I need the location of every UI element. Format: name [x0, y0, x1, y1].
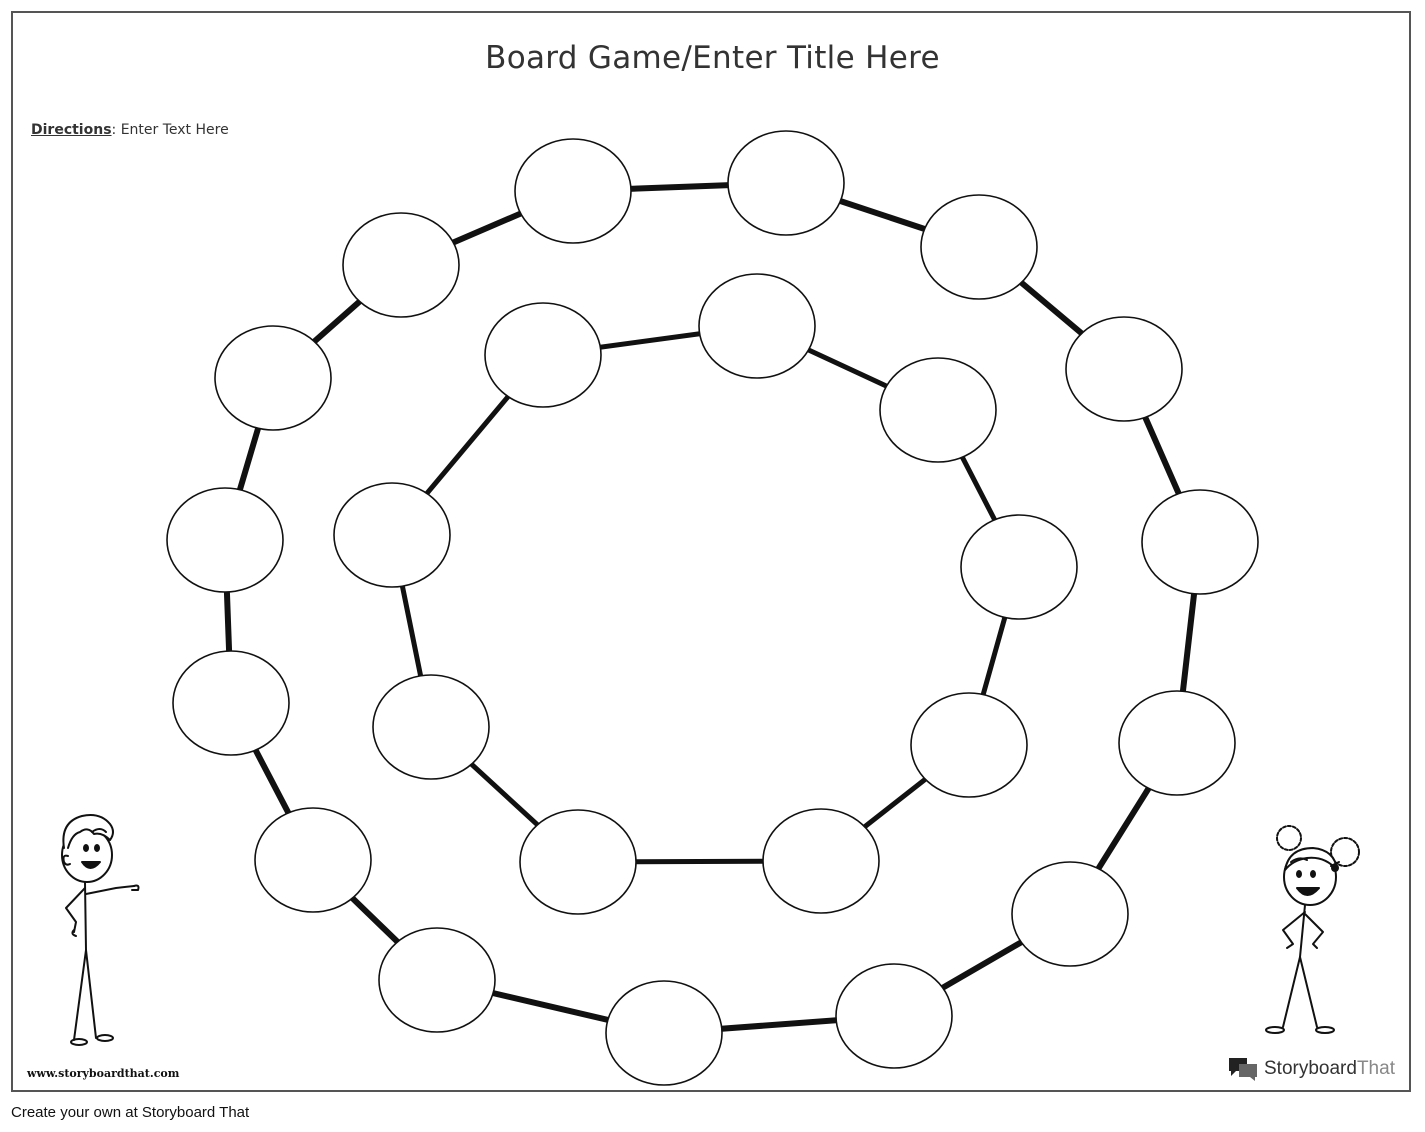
brand-that: That [1356, 1058, 1395, 1079]
outer-space-14[interactable] [214, 325, 332, 431]
outer-space-10[interactable] [378, 927, 496, 1033]
game-board [166, 130, 1259, 1086]
outer-space-5[interactable] [1141, 489, 1259, 595]
directions-colon: : [111, 122, 117, 138]
outer-space-13[interactable] [166, 487, 284, 593]
inner-space-1[interactable] [698, 273, 816, 379]
inner-space-7[interactable] [372, 674, 490, 780]
footer-url[interactable]: www.storyboardthat.com [27, 1067, 180, 1080]
create-caption[interactable]: Create your own at Storyboard That [11, 1104, 250, 1121]
board-paths [222, 180, 1203, 1036]
inner-space-8[interactable] [333, 482, 451, 588]
outer-track [222, 180, 1203, 1036]
speech-bubbles-icon [1229, 1058, 1257, 1081]
outer-space-8[interactable] [835, 963, 953, 1069]
brand-story: Storyboard [1264, 1058, 1357, 1079]
inner-space-5[interactable] [762, 808, 880, 914]
inner-space-3[interactable] [960, 514, 1078, 620]
outer-space-11[interactable] [254, 807, 372, 913]
outer-space-12[interactable] [172, 650, 290, 756]
inner-space-6[interactable] [519, 809, 637, 915]
outer-space-2[interactable] [727, 130, 845, 236]
inner-space-9[interactable] [484, 302, 602, 408]
outer-space-6[interactable] [1118, 690, 1236, 796]
inner-track [389, 323, 1022, 865]
directions[interactable]: Directions: Enter Text Here [31, 122, 229, 138]
inner-space-2[interactable] [879, 357, 997, 463]
outer-space-4[interactable] [1065, 316, 1183, 422]
outer-space-9[interactable] [605, 980, 723, 1086]
directions-label: Directions [31, 122, 112, 138]
girl-character [1265, 825, 1360, 1034]
outer-space-3[interactable] [920, 194, 1038, 300]
outer-space-15[interactable] [342, 212, 460, 318]
board-spaces [166, 130, 1259, 1086]
directions-text[interactable]: Enter Text Here [120, 122, 229, 138]
worksheet-title[interactable]: Board Game/Enter Title Here [485, 40, 940, 76]
outer-space-7[interactable] [1011, 861, 1129, 967]
inner-space-4[interactable] [910, 692, 1028, 798]
boy-character [61, 814, 140, 1046]
outer-space-1[interactable] [514, 138, 632, 244]
